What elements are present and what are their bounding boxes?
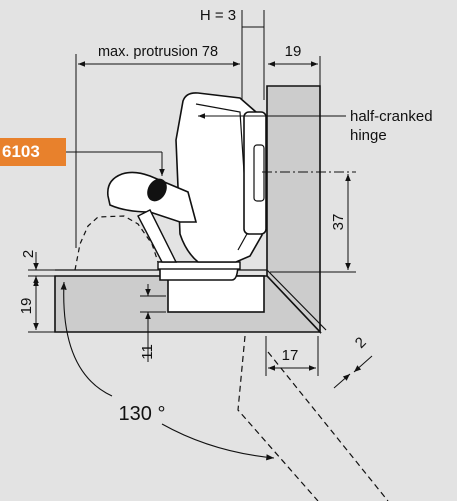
edge-gap-label: 2 <box>352 334 370 352</box>
hinge-label-line2: hinge <box>350 127 387 144</box>
h-offset-label: H = 3 <box>200 7 236 24</box>
open-door-edge-inner <box>267 351 389 501</box>
edge-gap-arrow-1 <box>353 355 373 373</box>
top-gap-label: 2 <box>20 250 37 258</box>
hinge-label-line1: half-cranked <box>350 108 433 125</box>
mounting-plate <box>167 275 265 313</box>
hinge-boss-slot <box>253 144 265 202</box>
hinge-cup-base <box>157 261 241 270</box>
max-protrusion-label: max. protrusion 78 <box>98 44 218 60</box>
opening-angle-arc <box>60 281 113 397</box>
screw-head <box>147 178 167 202</box>
edge-gap-arrow-2 <box>333 373 351 389</box>
open-door-edge-outer <box>237 335 319 501</box>
side-depth-label: 17 <box>282 347 299 364</box>
mount-height-label: 37 <box>330 214 347 231</box>
side-thickness-label: 19 <box>285 43 302 60</box>
hinge-arm <box>175 92 263 263</box>
opening-angle-label: 130 ° <box>119 403 166 425</box>
door-thickness-label: 19 <box>18 298 35 315</box>
plate-offset-label: 11 <box>139 344 156 360</box>
opening-angle-arc-2 <box>161 423 275 461</box>
part-number-badge: 6103 <box>0 138 66 166</box>
door-swing-contour <box>74 215 159 271</box>
hinge-link <box>137 209 178 263</box>
door-miter-offset <box>266 269 327 331</box>
